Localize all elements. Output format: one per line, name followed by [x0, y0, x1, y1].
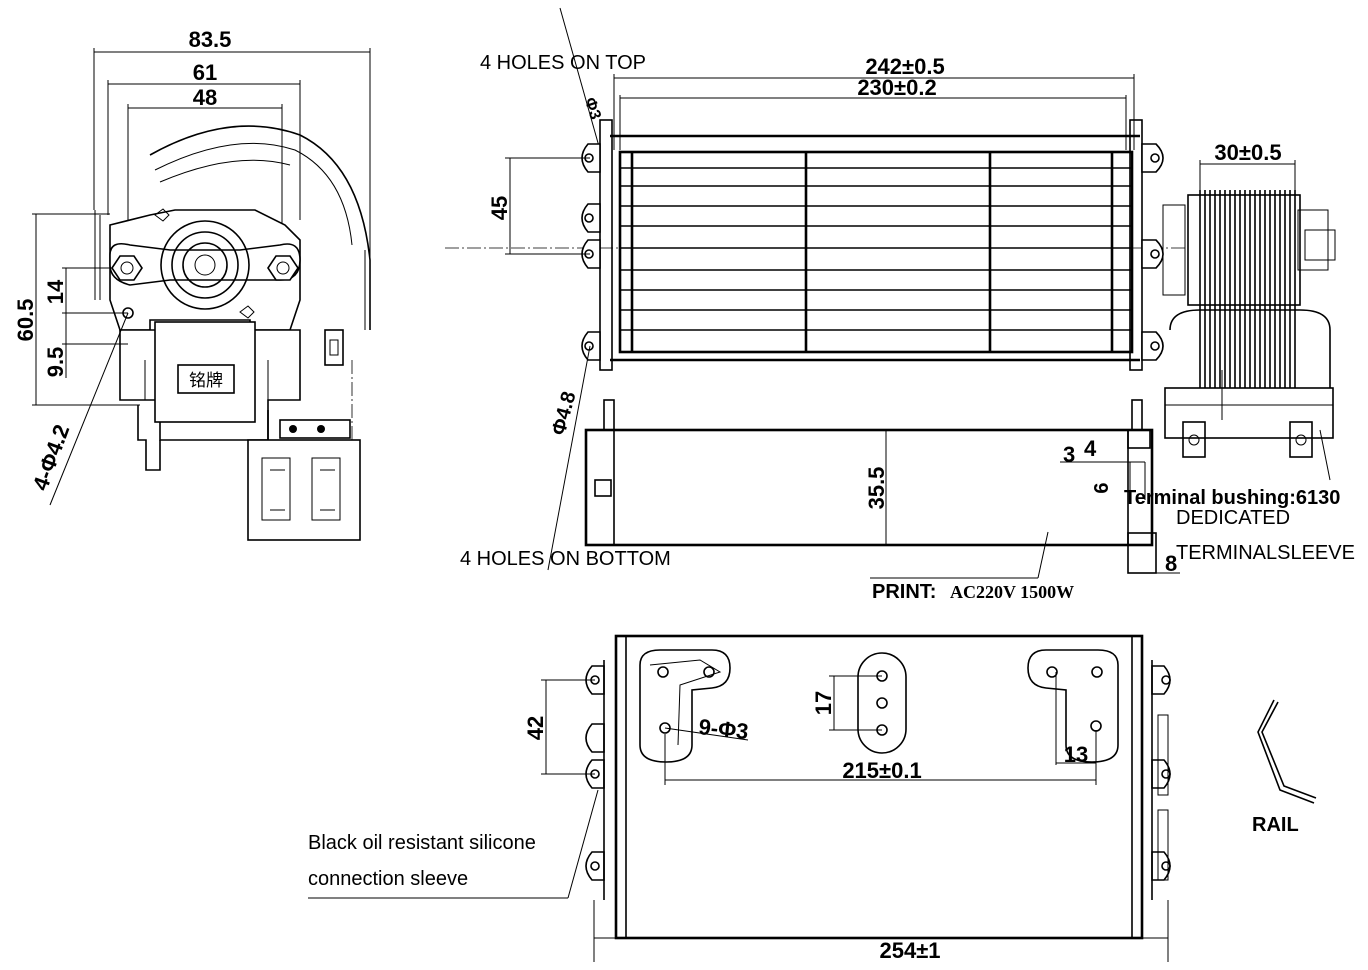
- label-slot-holes: 9-Φ3: [697, 714, 749, 744]
- dim-motor-width: 30±0.5: [1214, 140, 1281, 165]
- label-mount-holes: 4-Φ4.2: [28, 421, 75, 494]
- dim-width-overall: 83.5: [189, 27, 232, 52]
- dim-8: 8: [1165, 551, 1177, 576]
- label-sleeve-note-line1: Black oil resistant silicone: [308, 832, 536, 854]
- dim-6: 6: [1091, 482, 1113, 493]
- side-view: 83.5 61 48: [13, 27, 371, 541]
- dim-height: 60.5: [13, 299, 38, 342]
- label-holes-bottom: 4 HOLES ON BOTTOM: [460, 548, 671, 570]
- nameplate-text: 铭牌: [189, 371, 223, 390]
- dim-height-housing: 35.5: [864, 467, 889, 510]
- dim-3: 3: [1063, 442, 1075, 467]
- label-sleeve-note-line2: connection sleeve: [308, 868, 468, 890]
- label-terminal-bushing: Terminal bushing:6130: [1124, 487, 1340, 509]
- print-value: AC220V 1500W: [950, 582, 1074, 602]
- dim-length-bottom: 254±1: [879, 938, 940, 963]
- front-view: 4 HOLES ON TOP Φ3 242±0.5 230±0.2: [445, 7, 1355, 603]
- dim-width-mid: 61: [193, 60, 217, 85]
- dim-center-distance: 215±0.1: [842, 758, 921, 783]
- label-holes-top: 4 HOLES ON TOP: [480, 52, 646, 74]
- label-rail: RAIL: [1252, 814, 1299, 836]
- dim-width-inner: 48: [193, 85, 217, 110]
- label-terminal-sleeve: TERMINALSLEEVE: [1176, 542, 1355, 564]
- dim-offset: 13: [1064, 742, 1088, 767]
- dim-length-overall: 242±0.5: [865, 54, 944, 79]
- label-print: PRINT:: [872, 581, 936, 603]
- dim-offset-a: 14: [43, 279, 68, 304]
- label-hole-top-dia: Φ3: [581, 96, 604, 122]
- label-dedicated: DEDICATED: [1176, 507, 1290, 529]
- rail-profile: RAIL: [1252, 699, 1317, 836]
- dim-offset-b: 9.5: [43, 347, 68, 378]
- motor-coil-lamination: [1199, 190, 1296, 395]
- dim-hole-spacing: 45: [487, 196, 512, 220]
- dim-length-rotor: 230±0.2: [857, 75, 936, 100]
- bottom-view: 42 17 9-Φ3 215±0.1 13 254±1 Black oil re…: [308, 634, 1171, 963]
- dim-4: 4: [1084, 436, 1097, 461]
- dim-slot-spacing: 17: [811, 691, 836, 715]
- label-hole-bottom-dia: Φ4.8: [548, 389, 581, 437]
- dim-ear-spacing: 42: [523, 716, 548, 740]
